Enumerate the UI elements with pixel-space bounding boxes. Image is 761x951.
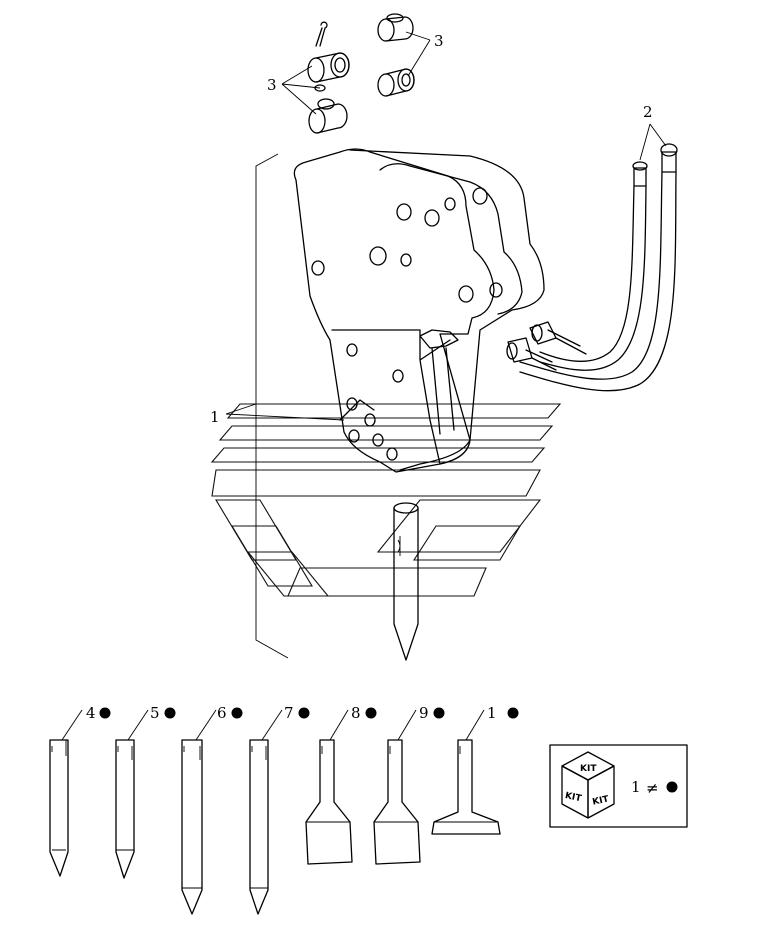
kit-top-text: KIT — [580, 764, 597, 774]
bushing-1 — [307, 52, 350, 83]
watermark-logo — [210, 403, 562, 597]
bushings-group — [281, 13, 431, 134]
label-tool-8: 8 — [351, 704, 361, 722]
label-tool-9: 9 — [419, 704, 429, 722]
label-tool-6: 6 — [217, 704, 227, 722]
hammer-chisel — [393, 502, 419, 661]
kit-quantity: 1 — [631, 778, 641, 796]
tool-9-spade — [373, 709, 421, 865]
filled-circle-icon — [365, 707, 377, 719]
breaker-hammer — [225, 148, 545, 659]
label-tool-4: 4 — [86, 704, 96, 722]
kit-left-text: KIT — [564, 791, 583, 804]
filled-circle-icon — [164, 707, 176, 719]
label-tool-5: 5 — [150, 704, 160, 722]
bushing-4 — [377, 68, 415, 97]
label-bushings-left: 3 — [267, 76, 277, 94]
kit-symbol: ≠ — [646, 779, 659, 797]
kit-right-text: KIT — [592, 794, 611, 807]
tool-5-pointed-chisel — [115, 709, 149, 879]
filled-circle-icon — [507, 707, 519, 719]
option-markers — [99, 707, 519, 719]
kit-cube-icon: KIT KIT KIT — [561, 751, 615, 819]
kit-legend: KIT KIT KIT 1 ≠ — [549, 744, 688, 828]
hydraulic-hoses — [506, 123, 678, 392]
tool-8-spade — [305, 709, 353, 865]
label-tool-1: 1 — [487, 704, 497, 722]
tool-1-tamper — [431, 709, 501, 835]
filled-circle-icon — [231, 707, 243, 719]
tool-4-pointed-chisel — [49, 709, 83, 877]
label-hammer: 1 — [210, 408, 220, 426]
tool-6-long-chisel — [181, 709, 217, 915]
bushing-2 — [308, 98, 348, 134]
filled-circle-icon — [298, 707, 310, 719]
filled-circle-icon — [433, 707, 445, 719]
bushing-3 — [377, 13, 414, 42]
tool-7-long-chisel — [249, 709, 283, 915]
label-bushings-right: 3 — [434, 32, 444, 50]
filled-circle-icon — [99, 707, 111, 719]
filled-circle-icon — [666, 781, 678, 793]
label-tool-7: 7 — [284, 704, 294, 722]
label-hoses: 2 — [643, 103, 653, 121]
